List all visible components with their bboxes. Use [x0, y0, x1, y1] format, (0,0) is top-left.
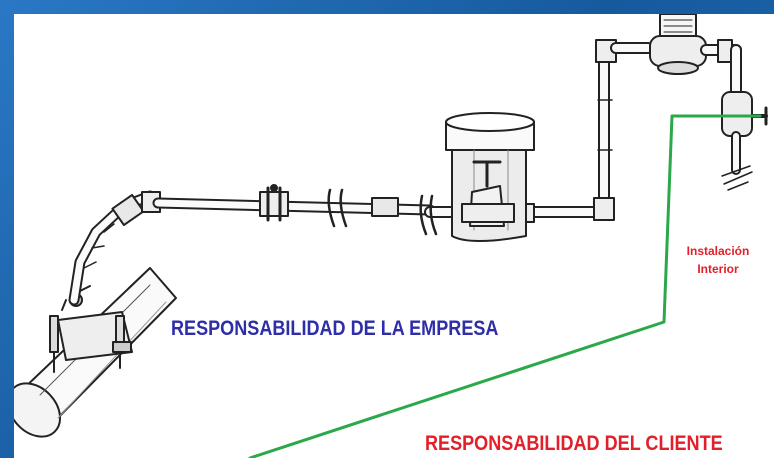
client-responsibility-label: RESPONSABILIDAD DEL CLIENTE	[425, 432, 723, 455]
company-responsibility-label: RESPONSABILIDAD DE LA EMPRESA	[171, 317, 499, 340]
water-meter	[610, 14, 742, 75]
outlet-fitting	[721, 44, 768, 191]
curb-valve	[461, 160, 515, 227]
meter-riser	[593, 39, 617, 221]
interior-installation-line1: Instalación	[686, 244, 750, 258]
diagram-panel: RESPONSABILIDAD DE LA EMPRESA RESPONSABI…	[14, 14, 774, 458]
interior-installation-label: Instalación Interior	[678, 242, 758, 278]
water-connection-diagram	[14, 14, 768, 458]
interior-installation-line2: Interior	[697, 262, 739, 276]
responsibility-boundary-line	[248, 114, 762, 458]
service-pipe	[152, 184, 606, 236]
